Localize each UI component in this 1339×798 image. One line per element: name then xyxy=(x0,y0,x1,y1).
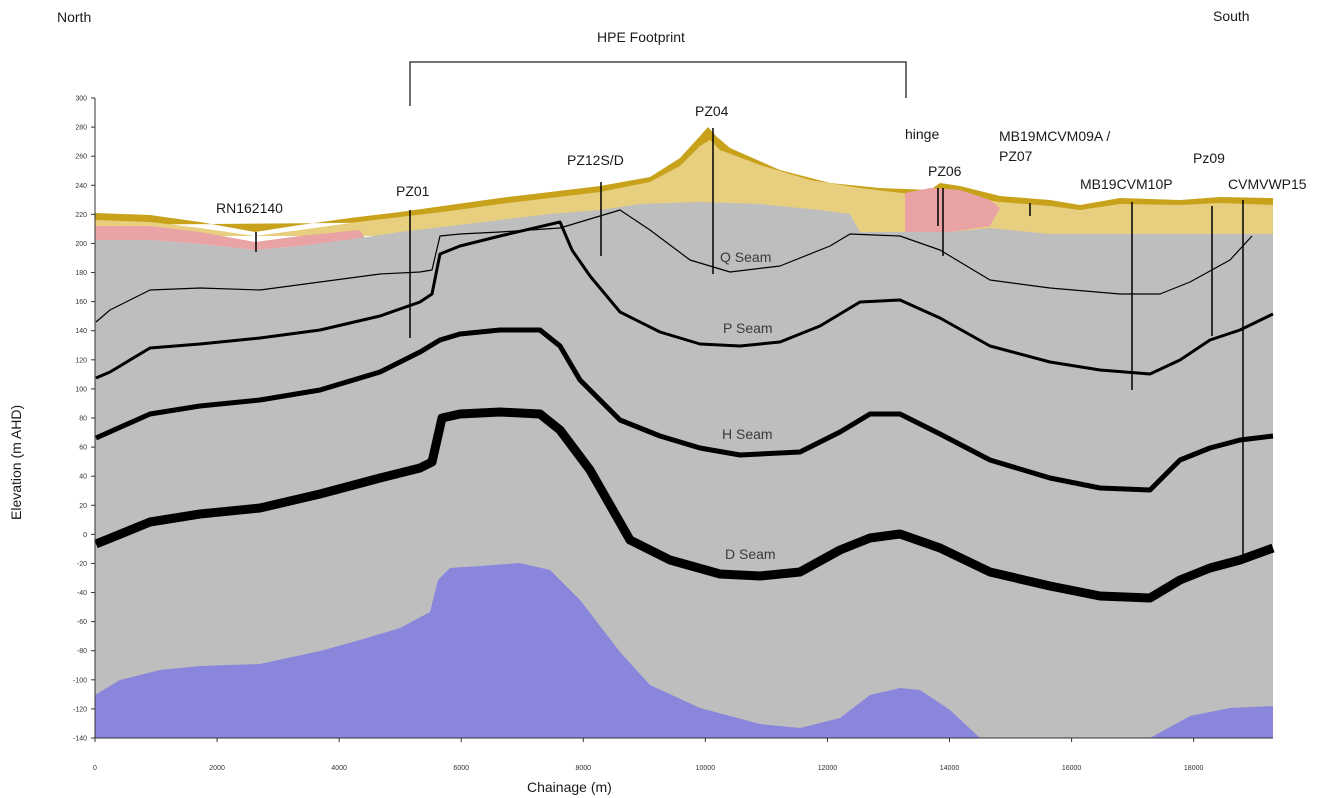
boreholes xyxy=(255,128,1244,554)
y-tick-label: 240 xyxy=(75,183,87,190)
y-tick-label: -20 xyxy=(77,561,87,568)
y-tick-label: -100 xyxy=(73,677,87,684)
bedrock xyxy=(95,202,1273,738)
q-seam-label: Q Seam xyxy=(720,249,771,265)
well-label-pz09: Pz09 xyxy=(1193,150,1225,166)
y-tick-label: 20 xyxy=(79,503,87,510)
q-seam-line xyxy=(95,209,1253,323)
well-label-mb19cvm10p: MB19CVM10P xyxy=(1080,176,1173,192)
x-tick-label: 14000 xyxy=(940,765,960,772)
clay-lens-right xyxy=(905,188,1000,232)
y-tick-label: 220 xyxy=(75,212,87,219)
well-label-mb19mcvm09a: MB19MCVM09A / xyxy=(999,128,1110,144)
d-seam-label: D Seam xyxy=(725,546,776,562)
y-tick-label: 300 xyxy=(75,96,87,103)
well-label-pz12sd: PZ12S/D xyxy=(567,152,624,168)
x-tick-label: 18000 xyxy=(1184,765,1204,772)
y-tick-label: 40 xyxy=(79,474,87,481)
y-tick-label: 200 xyxy=(75,241,87,248)
y-tick-label: -60 xyxy=(77,619,87,626)
south-label: South xyxy=(1213,8,1250,24)
x-tick-label: 2000 xyxy=(209,765,225,772)
y-axis-title: Elevation (m AHD) xyxy=(8,405,24,520)
y-axis-ticks: -140 -120 -100 -80 -60 -40 -20 0 20 40 60 80 100 120 1… xyxy=(73,96,95,743)
well-label-rn162140: RN162140 xyxy=(216,200,283,216)
x-tick-label: 8000 xyxy=(576,765,592,772)
well-label-pz04: PZ04 xyxy=(695,103,729,119)
geology-layers xyxy=(95,127,1273,738)
y-tick-label: -140 xyxy=(73,736,87,743)
d-seam-line xyxy=(94,407,1275,603)
y-tick-label: 160 xyxy=(75,299,87,306)
y-tick-label: -120 xyxy=(73,706,87,713)
x-axis-ticks: 0 2000 4000 6000 8000 10000 12000 14000 16000 180… xyxy=(93,738,1203,772)
x-tick-label: 10000 xyxy=(696,765,716,772)
hinge-label: hinge xyxy=(905,126,939,142)
clay-lens-left xyxy=(95,226,365,250)
y-tick-label: 260 xyxy=(75,154,87,161)
well-label-pz01: PZ01 xyxy=(396,183,430,199)
x-tick-label: 4000 xyxy=(331,765,347,772)
h-seam-label: H Seam xyxy=(722,426,773,442)
y-tick-label: 140 xyxy=(75,328,87,335)
h-seam-line xyxy=(94,327,1274,493)
seam-lines xyxy=(94,209,1275,603)
x-tick-label: 0 xyxy=(93,765,97,772)
y-tick-label: 60 xyxy=(79,445,87,452)
well-label-pz06: PZ06 xyxy=(928,163,962,179)
p-seam-label: P Seam xyxy=(723,320,773,336)
y-tick-label: -40 xyxy=(77,590,87,597)
hpe-footprint-bracket xyxy=(409,61,907,106)
x-axis-title: Chainage (m) xyxy=(527,779,612,795)
y-tick-label: 100 xyxy=(75,386,87,393)
p-seam-line xyxy=(95,220,1274,380)
y-tick-label: -80 xyxy=(77,648,87,655)
north-label: North xyxy=(57,9,91,25)
x-tick-label: 12000 xyxy=(818,765,838,772)
y-tick-label: 0 xyxy=(83,532,87,539)
y-tick-label: 180 xyxy=(75,270,87,277)
well-label-pz07: PZ07 xyxy=(999,148,1033,164)
x-tick-label: 16000 xyxy=(1062,765,1082,772)
well-label-cvmvwp15: CVMVWP15 xyxy=(1228,176,1307,192)
y-tick-label: 120 xyxy=(75,357,87,364)
y-tick-label: 280 xyxy=(75,125,87,132)
y-tick-label: 80 xyxy=(79,416,87,423)
x-tick-label: 6000 xyxy=(453,765,469,772)
hpe-footprint-label: HPE Footprint xyxy=(597,29,685,45)
basement xyxy=(95,563,1273,738)
